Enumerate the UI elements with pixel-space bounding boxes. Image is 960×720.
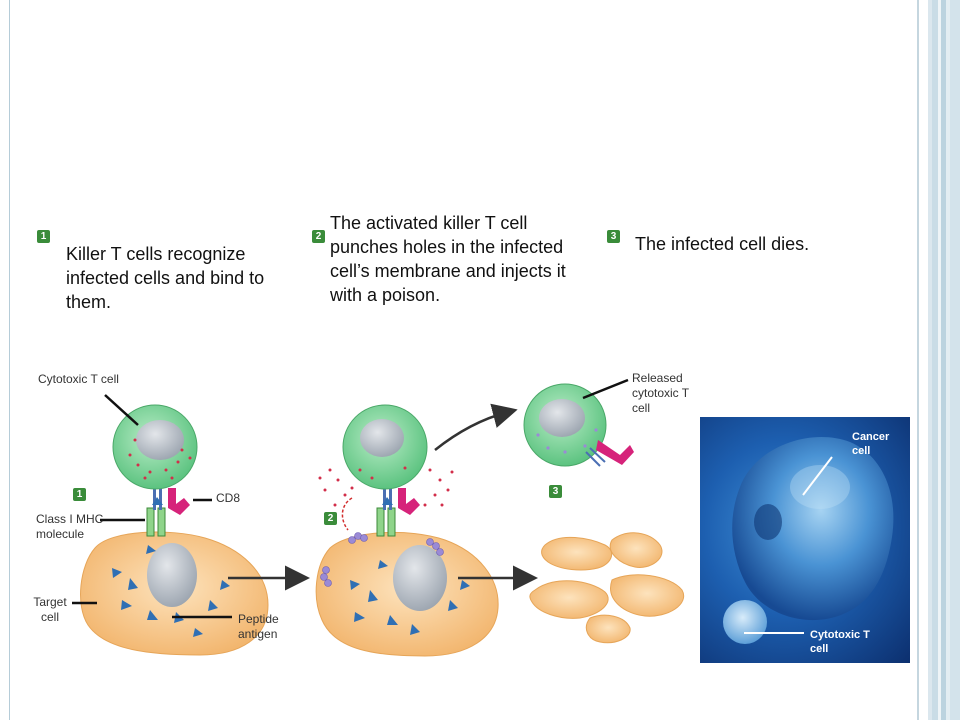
label-photo-cytotoxic-t-cell: Cytotoxic T cell bbox=[810, 629, 870, 655]
target-nucleus-1 bbox=[147, 543, 197, 607]
released-receptor bbox=[585, 447, 606, 467]
membrane-pores bbox=[320, 532, 444, 587]
cd8-molecule-1 bbox=[168, 488, 190, 515]
label-cytotoxic-t-cell: Cytotoxic T cell bbox=[38, 372, 119, 386]
target-nucleus-2 bbox=[393, 545, 447, 611]
cancer-cell-crater bbox=[754, 504, 782, 540]
released-granules bbox=[318, 466, 454, 507]
slide-frame-right bbox=[917, 0, 919, 720]
t-cell-granules-1 bbox=[128, 438, 192, 480]
t-cell-nucleus-1 bbox=[136, 420, 184, 460]
mhc-receptor-2 bbox=[376, 488, 396, 537]
leader-cancer-cell bbox=[802, 456, 833, 496]
leader-released bbox=[582, 378, 629, 400]
released-granules-3 bbox=[536, 428, 598, 454]
step-3-badge: 3 bbox=[607, 230, 620, 243]
step-1-text: Killer T cells recognize infected cells … bbox=[66, 244, 265, 312]
label-class-i-mhc: Class I MHC molecule bbox=[36, 512, 104, 541]
released-t-cell-nucleus bbox=[539, 399, 585, 437]
label-released-cytotoxic: Released cytotoxic T cell bbox=[632, 371, 689, 415]
leader-cytotoxic bbox=[104, 394, 139, 426]
diagram-step-2-badge: 2 bbox=[324, 512, 337, 525]
cancer-cell-blob bbox=[732, 437, 894, 621]
arrow-release bbox=[434, 403, 518, 451]
label-target-cell: Target cell bbox=[33, 595, 67, 624]
released-cd8 bbox=[596, 440, 634, 465]
label-peptide-antigen: Peptide antigen bbox=[238, 612, 279, 641]
perforin-arrow bbox=[341, 497, 353, 531]
step-2-text: The activated killer T cell punches hole… bbox=[330, 213, 566, 305]
step-1-badge: 1 bbox=[37, 230, 50, 243]
label-cd8: CD8 bbox=[216, 491, 241, 505]
peptide-antigens-2 bbox=[350, 560, 470, 635]
panel-1 bbox=[72, 394, 269, 656]
t-cell-nucleus-2 bbox=[360, 419, 404, 457]
decorative-stripes bbox=[928, 0, 960, 720]
panel-3 bbox=[523, 378, 685, 644]
label-cancer-cell: Cancer cell bbox=[852, 431, 890, 457]
micrograph-t-cell bbox=[723, 600, 767, 644]
diagram-step-3-badge: 3 bbox=[549, 485, 562, 498]
dead-cell-fragments bbox=[529, 532, 685, 644]
slide-frame-left bbox=[9, 0, 10, 720]
micrograph-photo bbox=[700, 417, 910, 663]
step-2-badge: 2 bbox=[312, 230, 325, 243]
panel-2 bbox=[315, 404, 499, 657]
mhc-receptor-1 bbox=[146, 488, 166, 537]
cancer-cell-highlight bbox=[790, 465, 850, 509]
micrograph-drawing bbox=[723, 437, 894, 644]
diagram-step-1-badge: 1 bbox=[73, 488, 86, 501]
peptide-antigens-1 bbox=[112, 545, 230, 637]
cd8-molecule-2 bbox=[398, 488, 420, 515]
step-3-text: The infected cell dies. bbox=[635, 234, 810, 254]
